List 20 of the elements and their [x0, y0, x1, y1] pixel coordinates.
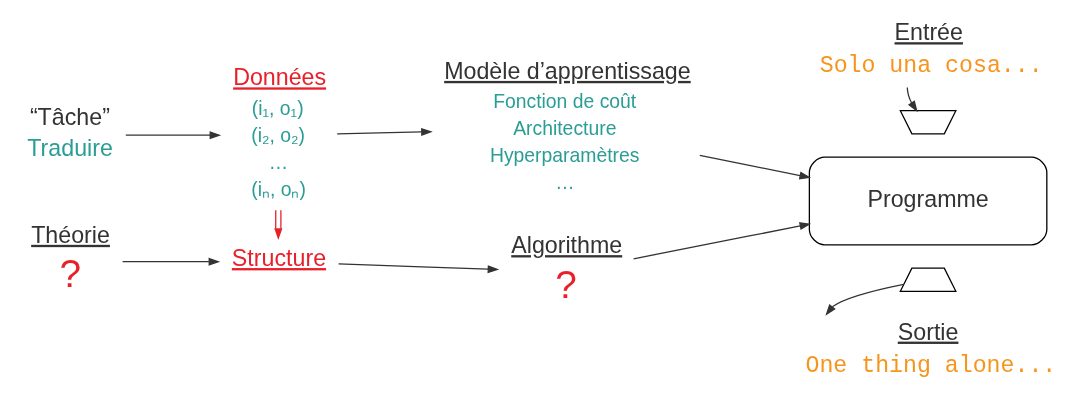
node-text: Théorie ?: [31, 221, 110, 296]
node-box: Programme: [808, 156, 1048, 246]
arrow: [274, 209, 283, 240]
node-trapezoid: [899, 110, 957, 135]
node-text: Données (i₁, o₁) (i₂, o₂) … (iₙ, oₙ): [233, 64, 327, 200]
arrow: [825, 283, 905, 316]
arrow: [632, 222, 812, 260]
arrow: [336, 127, 433, 137]
node-text: Algorithme ?: [511, 232, 623, 306]
arrow: [699, 154, 812, 180]
arrow: [337, 263, 500, 274]
arrow: [121, 257, 221, 266]
node-text: Modèle d’apprentissage Fonction de coût Architecture Hyperparamètres …: [444, 57, 691, 194]
node-text: Structure: [231, 245, 327, 272]
arrow: [906, 86, 918, 113]
node-text: Entrée Solo una cosa...: [819, 19, 1043, 80]
node-text: “Tâche” Traduire: [27, 104, 113, 162]
arrow: [125, 131, 222, 140]
node-text: Sortie One thing alone...: [805, 318, 1057, 379]
node-trapezoid: [899, 267, 957, 292]
